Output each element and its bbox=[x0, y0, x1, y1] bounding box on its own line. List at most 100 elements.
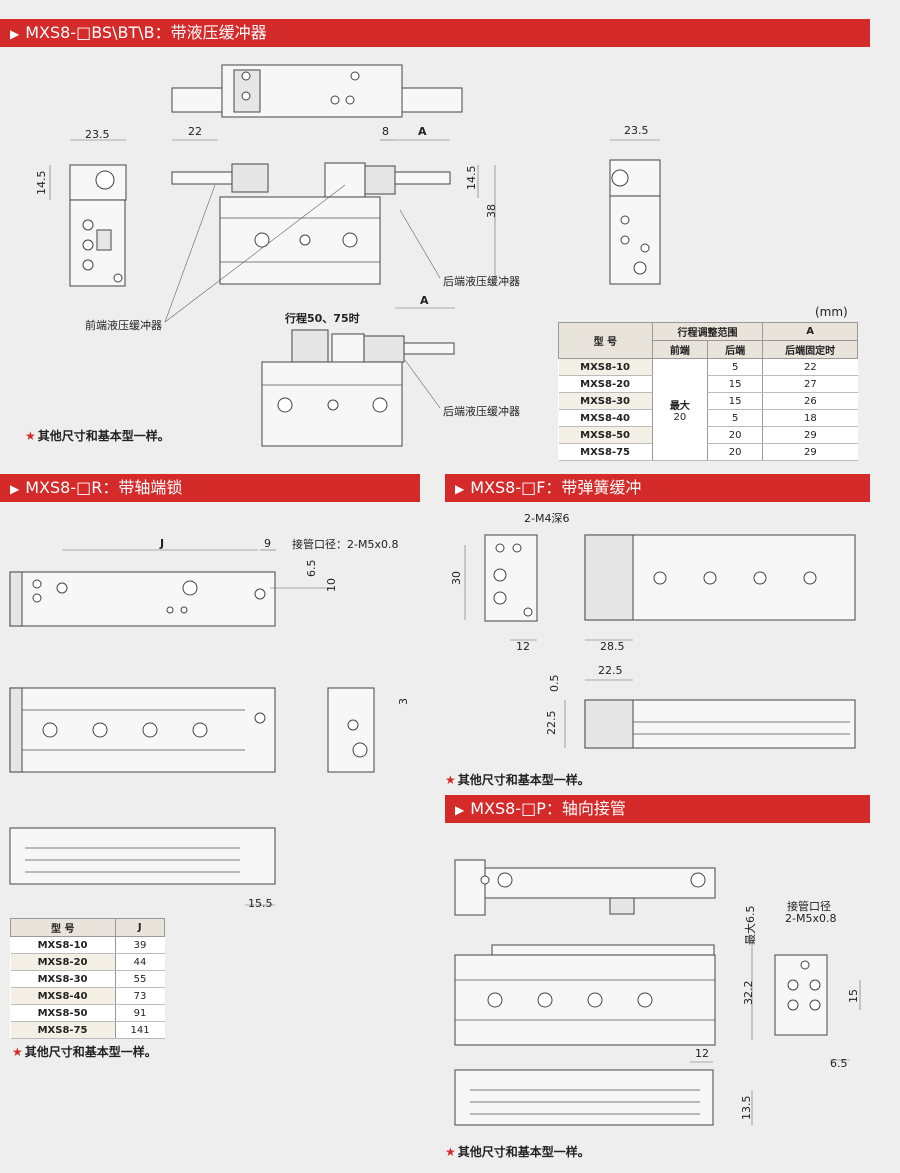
triangle-icon: ▶ bbox=[455, 803, 465, 817]
hole bbox=[703, 571, 717, 585]
triangle-icon: ▶ bbox=[10, 482, 20, 496]
hole bbox=[299, 234, 311, 246]
hole bbox=[352, 742, 368, 758]
cell-rear: 15 bbox=[706, 392, 763, 410]
port-label-p-1: 接管口径 bbox=[787, 900, 831, 913]
triangle-icon: ▶ bbox=[455, 482, 465, 496]
hole bbox=[803, 571, 817, 585]
r-end-plate bbox=[9, 687, 23, 773]
hole bbox=[372, 397, 388, 413]
hole bbox=[32, 593, 42, 603]
dim-6-5-p: 6.5 bbox=[830, 1057, 848, 1070]
star-icon: ★ bbox=[445, 773, 456, 787]
r-bottom-view bbox=[9, 827, 276, 885]
cell-rear: 20 bbox=[706, 426, 763, 444]
leader-line bbox=[164, 184, 216, 323]
hole bbox=[142, 722, 158, 738]
front-max-value: 20 bbox=[673, 411, 687, 423]
table-row: MXS8-50 20 29 bbox=[558, 426, 858, 444]
hole bbox=[800, 960, 810, 970]
table-row: MXS8-40 5 18 bbox=[558, 409, 858, 427]
hole bbox=[192, 722, 208, 738]
hole bbox=[277, 397, 293, 413]
stopper bbox=[331, 333, 365, 365]
dim-14-5-left: 14.5 bbox=[35, 170, 48, 196]
triangle-icon: ▶ bbox=[10, 27, 20, 41]
hole bbox=[254, 588, 266, 600]
rear-shock bbox=[364, 165, 396, 195]
cell-a: 22 bbox=[762, 358, 858, 376]
hole bbox=[640, 243, 650, 253]
hole bbox=[690, 872, 706, 888]
dim-14-5-right: 14.5 bbox=[465, 165, 478, 191]
leader-line bbox=[399, 209, 441, 279]
hole bbox=[82, 259, 94, 271]
leader-line bbox=[164, 184, 346, 323]
stroke-label: 行程50、75时 bbox=[285, 312, 360, 325]
leader-line bbox=[404, 359, 441, 409]
note-r: ★其他尺寸和基本型一样。 bbox=[12, 1043, 157, 1060]
header-a-sub: 后端固定时 bbox=[762, 340, 858, 359]
table-row: MXS8-20 15 27 bbox=[558, 375, 858, 393]
hole bbox=[523, 607, 533, 617]
cell-model: MXS8-40 bbox=[10, 987, 116, 1005]
dim-12-p: 12 bbox=[695, 1047, 709, 1060]
hole bbox=[497, 872, 513, 888]
header-range: 行程调整范围 bbox=[651, 322, 764, 341]
note-p: ★其他尺寸和基本型一样。 bbox=[445, 1143, 590, 1160]
cell-model: MXS8-20 bbox=[558, 375, 653, 393]
port-label-r: 接管口径：2-M5x0.8 bbox=[292, 538, 399, 551]
rear-shock-label-2: 后端液压缓冲器 bbox=[443, 405, 520, 418]
front-shock bbox=[231, 163, 269, 193]
f-side-view bbox=[484, 534, 538, 622]
hole bbox=[254, 232, 270, 248]
cell-a: 29 bbox=[762, 426, 858, 444]
hole bbox=[493, 568, 507, 582]
header-a: A bbox=[762, 322, 858, 341]
p-port-block bbox=[609, 897, 635, 915]
header-model: 型 号 bbox=[10, 918, 116, 937]
dim-15-p: 15 bbox=[847, 989, 860, 1003]
section-header-r: ▶MXS8-□R：带轴端锁 bbox=[0, 474, 420, 502]
cell-j: 141 bbox=[115, 1021, 165, 1039]
star-icon: ★ bbox=[25, 429, 36, 443]
star-icon: ★ bbox=[12, 1045, 23, 1059]
cell-model: MXS8-10 bbox=[558, 358, 653, 376]
hole bbox=[92, 722, 108, 738]
dim-12-f: 12 bbox=[516, 640, 530, 653]
dim-0-5: 0.5 bbox=[548, 674, 561, 693]
front-shock-label: 前端液压缓冲器 bbox=[85, 319, 162, 332]
hole bbox=[637, 992, 653, 1008]
hole bbox=[809, 979, 821, 991]
hole bbox=[633, 261, 647, 275]
cell-j: 73 bbox=[115, 987, 165, 1005]
section-title: MXS8-□F：带弹簧缓冲 bbox=[470, 478, 642, 497]
p-rail bbox=[491, 944, 715, 956]
cell-a: 18 bbox=[762, 409, 858, 427]
dim-22-5-top: 22.5 bbox=[598, 664, 623, 677]
cell-model: MXS8-20 bbox=[10, 953, 116, 971]
hole bbox=[611, 169, 629, 187]
hole bbox=[166, 606, 174, 614]
cell-a: 26 bbox=[762, 392, 858, 410]
hole bbox=[95, 170, 115, 190]
section-header-bs: ▶MXS8-□BS\BT\B：带液压缓冲器 bbox=[0, 19, 870, 47]
hole bbox=[493, 591, 507, 605]
cell-rear: 15 bbox=[706, 375, 763, 393]
note-text: 其他尺寸和基本型一样。 bbox=[24, 1045, 157, 1059]
port-label-p-2: 2-M5x0.8 bbox=[785, 912, 837, 925]
dim-22-5-side: 22.5 bbox=[545, 710, 558, 736]
dim-6-5: 6.5 bbox=[305, 559, 318, 578]
f-end-block bbox=[584, 699, 634, 749]
hole bbox=[787, 979, 799, 991]
note-text: 其他尺寸和基本型一样。 bbox=[37, 429, 170, 443]
hole bbox=[32, 579, 42, 589]
note-f: ★其他尺寸和基本型一样。 bbox=[445, 771, 590, 788]
hole bbox=[653, 571, 667, 585]
